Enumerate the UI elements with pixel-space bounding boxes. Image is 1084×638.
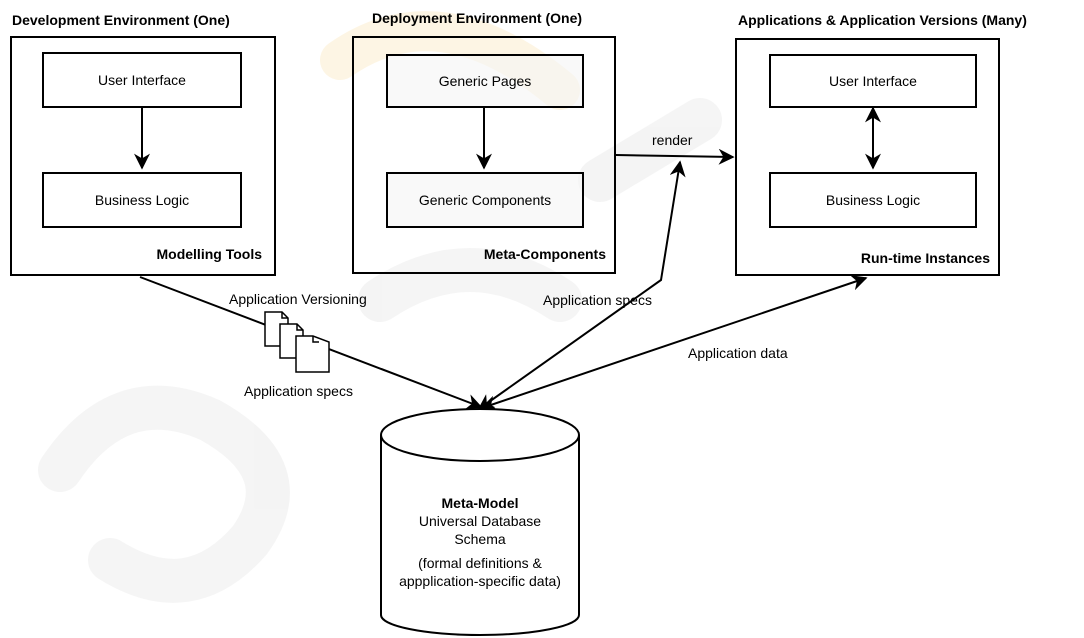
dev-business-logic-label: Business Logic [94, 192, 190, 208]
run-time-instances-label: Run-time Instances [860, 250, 990, 266]
dev-user-interface-label: User Interface [98, 72, 186, 88]
database-line-3: (formal definitions & [418, 555, 542, 571]
generic-pages-label: Generic Pages [438, 73, 532, 89]
database-text: Meta-Model Universal Database Schema (fo… [381, 494, 579, 590]
app-business-logic-label: Business Logic [825, 192, 921, 208]
specs-middle-label: Application specs [543, 292, 652, 308]
meta-model-title: Meta-Model [441, 495, 519, 511]
database-cylinder [380, 408, 580, 636]
render-label: render [652, 132, 693, 148]
app-user-interface-label: User Interface [829, 73, 917, 89]
document-stack-icon [264, 311, 330, 373]
dev-business-logic-box: Business Logic [42, 172, 242, 228]
deployment-title: Deployment Environment (One) [372, 10, 583, 26]
specs-arrow [477, 160, 686, 410]
applications-title: Applications & Application Versions (Man… [738, 12, 1027, 28]
development-box: User Interface Business Logic Modelling … [10, 36, 276, 276]
data-arrow [480, 275, 868, 411]
versioning-label: Application Versioning [229, 291, 367, 307]
specs-left-label: Application specs [244, 383, 353, 399]
render-arrow [615, 148, 735, 165]
development-title: Development Environment (One) [12, 12, 230, 28]
app-business-logic-box: Business Logic [769, 172, 977, 228]
database-line-4: appplication-specific data) [399, 573, 561, 589]
database-line-2: Schema [454, 531, 506, 547]
modelling-tools-label: Modelling Tools [156, 246, 262, 262]
database-line-1: Universal Database [418, 513, 542, 529]
data-label: Application data [688, 345, 788, 361]
applications-box: User Interface Business Logic Run-time I… [735, 38, 1000, 276]
